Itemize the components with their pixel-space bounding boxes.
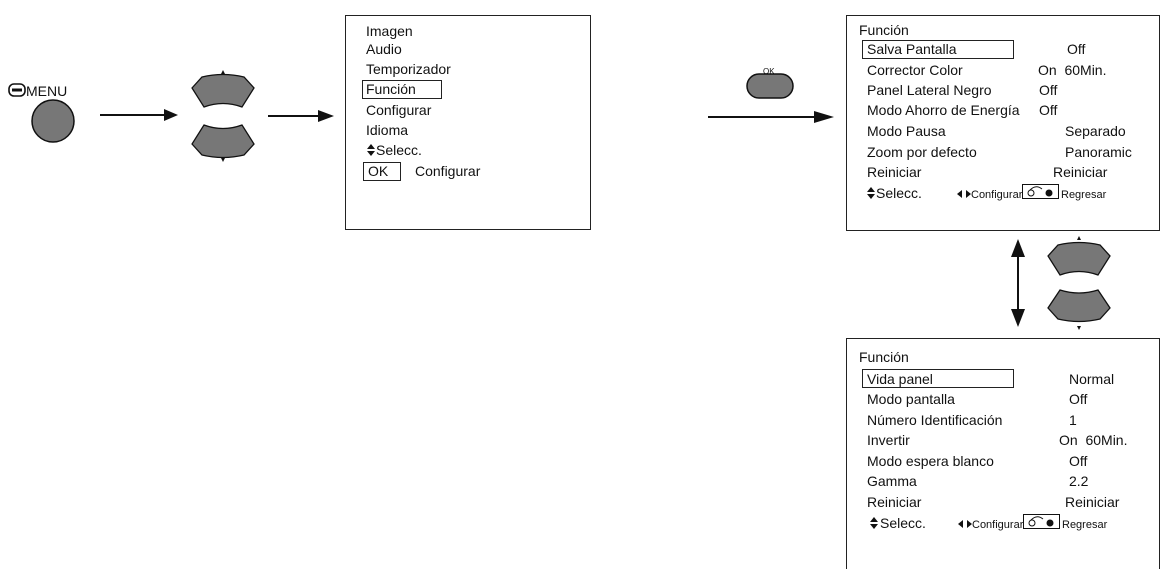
row-value: Off — [1067, 41, 1086, 57]
footer-return-label: Regresar — [1062, 519, 1108, 531]
row-label[interactable]: Reiniciar — [867, 164, 922, 180]
menu-item-configurar[interactable]: Configurar — [366, 102, 432, 118]
row-label[interactable]: Vida panel — [867, 371, 933, 387]
panel-title: Función — [859, 349, 909, 365]
footer-return-label: Regresar — [1061, 189, 1107, 201]
up-down-select-icon — [367, 144, 375, 156]
selection-highlight — [362, 80, 442, 99]
row-label[interactable]: Zoom por defecto — [867, 144, 977, 160]
menu-item-funcion[interactable]: Función — [366, 81, 416, 97]
row-value: Reiniciar — [1053, 164, 1108, 180]
footer-select-label: Selecc. — [876, 185, 922, 201]
footer-select-label: Selecc. — [376, 142, 422, 158]
menu-label: MENU — [26, 83, 68, 99]
up-down-rocker-icon[interactable] — [188, 70, 258, 166]
row-value: On 60Min. — [1059, 432, 1128, 448]
return-key-icon — [1022, 184, 1059, 199]
row-value: Off — [1069, 453, 1088, 469]
return-key-icon — [1023, 514, 1060, 529]
row-value: Separado — [1065, 123, 1126, 139]
row-label[interactable]: Panel Lateral Negro — [867, 82, 992, 98]
row-value: Reiniciar — [1065, 494, 1120, 510]
up-down-arrow-icon — [1011, 239, 1025, 327]
menu-button[interactable] — [30, 98, 76, 144]
menu-key-icon — [8, 83, 26, 97]
footer-select-label: Selecc. — [880, 515, 926, 531]
menu-item-idioma[interactable]: Idioma — [366, 122, 409, 138]
row-value: Off — [1069, 391, 1088, 407]
ok-button-label: OK — [763, 67, 775, 76]
row-label[interactable]: Número Identificación — [867, 412, 1003, 428]
selection-highlight — [862, 40, 1014, 59]
funcion-menu-panel-2: Función Vida panel Normal Modo pantalla … — [846, 338, 1160, 569]
footer-ok-key: OK — [368, 163, 389, 179]
arrow-right-icon — [100, 109, 178, 121]
selection-highlight — [862, 369, 1014, 388]
menu-item-imagen[interactable]: Imagen — [366, 23, 413, 39]
row-label[interactable]: Reiniciar — [867, 494, 922, 510]
row-label[interactable]: Modo Pausa — [867, 123, 946, 139]
footer-configure-label: Configurar — [971, 189, 1023, 201]
row-value: Normal — [1069, 371, 1115, 387]
row-label[interactable]: Gamma — [867, 473, 917, 489]
left-right-icon — [958, 520, 972, 528]
main-menu-panel: Imagen Audio Temporizador Función Config… — [345, 15, 591, 230]
up-down-select-icon — [867, 187, 875, 199]
row-label[interactable]: Modo pantalla — [867, 391, 955, 407]
up-down-rocker-icon[interactable] — [1044, 236, 1114, 332]
row-label[interactable]: Invertir — [867, 432, 910, 448]
row-value: Off — [1039, 102, 1058, 118]
row-value: 2.2 — [1069, 473, 1089, 489]
funcion-menu-panel-1: Función Salva Pantalla Off Corrector Col… — [846, 15, 1160, 231]
ok-key-frame — [363, 162, 401, 181]
footer-ok-text: Configurar — [415, 163, 481, 179]
row-label[interactable]: Modo espera blanco — [867, 453, 994, 469]
footer-configure-label: Configurar — [972, 519, 1024, 531]
row-value: 1 — [1069, 412, 1077, 428]
row-value: On 60Min. — [1038, 62, 1107, 78]
row-label[interactable]: Modo Ahorro de Energía — [867, 102, 1020, 118]
row-value: Off — [1039, 82, 1058, 98]
panel-title: Función — [859, 22, 909, 38]
arrow-right-icon — [268, 110, 334, 122]
row-label[interactable]: Salva Pantalla — [867, 41, 957, 57]
menu-item-temporizador[interactable]: Temporizador — [366, 61, 451, 77]
left-right-icon — [957, 190, 971, 198]
row-label[interactable]: Corrector Color — [867, 62, 963, 78]
arrow-right-icon — [708, 111, 834, 123]
row-value: Panoramic — [1065, 144, 1132, 160]
menu-item-audio[interactable]: Audio — [366, 41, 402, 57]
up-down-select-icon — [870, 517, 878, 529]
ok-button[interactable] — [746, 73, 796, 101]
